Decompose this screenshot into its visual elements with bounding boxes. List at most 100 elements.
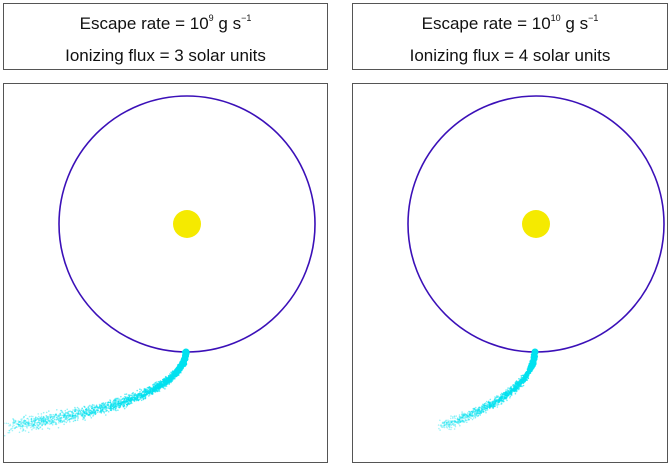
tail-particle [12, 421, 14, 424]
tail-particle [137, 399, 140, 402]
tail-particle [12, 423, 14, 425]
tail-particle [79, 413, 82, 416]
tail-particle [82, 414, 84, 416]
tail-particle [467, 415, 470, 418]
tail-particle [49, 421, 51, 423]
tail-particle [152, 388, 154, 391]
tail-particle [469, 413, 471, 415]
tail-particle [13, 427, 16, 430]
tail-particle [42, 416, 45, 418]
tail-particle [479, 410, 481, 413]
tail-particle [14, 419, 17, 422]
tail-particle [99, 405, 101, 407]
tail-particle [109, 401, 112, 404]
tail-particle [483, 405, 485, 407]
tail-particle [165, 377, 167, 379]
tail-particle [12, 418, 15, 421]
tail-particle [478, 412, 481, 414]
tail-particle [24, 422, 26, 425]
tail-particle [64, 417, 67, 420]
tail-particle [492, 403, 494, 405]
tail-particle [105, 409, 108, 411]
tail-particle [466, 417, 468, 419]
tail-particle [37, 421, 39, 424]
tail-particle [180, 359, 185, 364]
tail-particle [123, 407, 126, 410]
tail-particle [473, 411, 476, 413]
tail-particle [468, 418, 470, 421]
tail-particle [440, 426, 443, 428]
tail-particle [27, 419, 30, 421]
tail-particle [41, 424, 43, 427]
tail-particle [462, 414, 465, 417]
tail-particle [461, 416, 463, 419]
tail-particle [85, 413, 87, 416]
tail-particle [9, 424, 12, 427]
tail-particle [468, 410, 470, 413]
tail-particle [496, 406, 499, 408]
tail-particle [90, 407, 93, 410]
tail-particle [55, 414, 57, 417]
tail-particle [55, 422, 58, 425]
tail-particle [38, 421, 40, 423]
tail-particle [52, 416, 54, 418]
tail-particle [476, 409, 479, 412]
tail-particle [511, 388, 514, 391]
tail-particle [49, 419, 52, 422]
tail-particle [22, 425, 25, 427]
tail-particle [147, 391, 149, 393]
tail-particle [461, 417, 464, 419]
tail-particle [36, 418, 38, 421]
tail-particle [73, 410, 76, 413]
tail-particle [104, 405, 106, 407]
tail-particle [84, 406, 86, 409]
tail-particle [82, 417, 85, 419]
tail-particle [478, 406, 481, 409]
tail-particle [505, 390, 507, 393]
tail-particle [468, 413, 471, 416]
tail-particle [55, 419, 58, 421]
tail-particle [30, 418, 33, 421]
tail-particle [455, 421, 457, 424]
tail-particle [76, 413, 79, 416]
tail-particle [474, 413, 476, 415]
tail-particle [476, 409, 479, 411]
tail-particle [161, 385, 164, 388]
right-simulation-diagram [407, 95, 665, 431]
tail-particle [37, 427, 40, 430]
tail-particle [145, 390, 147, 392]
tail-particle [471, 415, 474, 418]
tail-particle [59, 413, 62, 416]
tail-particle [514, 392, 517, 395]
tail-particle [507, 387, 509, 389]
tail-particle [111, 401, 114, 403]
tail-particle [88, 411, 90, 413]
tail-particle [68, 415, 71, 417]
tail-particle [129, 402, 132, 405]
tail-particle [41, 423, 43, 426]
tail-particle [8, 431, 11, 434]
tail-particle [67, 418, 70, 421]
tail-particle [55, 416, 58, 419]
tail-particle [74, 406, 76, 409]
tail-particle [68, 413, 71, 416]
tail-particle [17, 423, 19, 426]
tail-particle [83, 406, 86, 408]
tail-particle [60, 419, 62, 421]
tail-particle [165, 381, 168, 383]
tail-particle [479, 414, 481, 416]
tail-particle [497, 395, 499, 398]
right-escape-rate-unit: g s [560, 14, 589, 33]
tail-particle [446, 427, 449, 429]
tail-particle [474, 416, 477, 419]
tail-particle [92, 414, 95, 416]
tail-particle [23, 421, 26, 423]
tail-particle [515, 383, 517, 385]
tail-particle [528, 372, 530, 375]
tail-particle [74, 419, 76, 421]
tail-particle [51, 418, 53, 421]
tail-particle [476, 413, 478, 416]
tail-particle [88, 410, 91, 412]
tail-particle [67, 415, 70, 417]
tail-particle [39, 426, 41, 429]
